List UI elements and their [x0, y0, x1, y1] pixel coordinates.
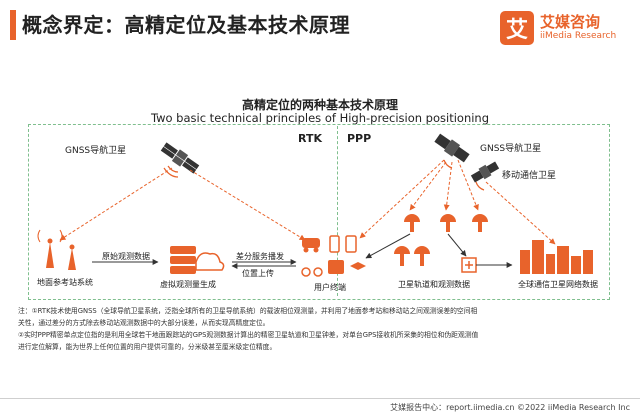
global-network-label: 全球通信卫星网络数据 [518, 280, 598, 289]
signal-waves-left-icon [163, 165, 179, 178]
ground-antenna-icon [37, 229, 76, 270]
brand-logo: 艾 艾媒咨询 iiMedia Research [500, 10, 636, 50]
building-icons [520, 240, 593, 274]
diagram-frame [28, 124, 610, 300]
raw-obs-label: 原始观测数据 [102, 252, 150, 261]
ppp-signal-lines [359, 159, 556, 245]
diagram-title-cn: 高精定位的两种基本技术原理 [241, 98, 398, 112]
note-line: 注：①RTK技术使用GNSS（全球导航卫星系统，泛指全球所有的卫星导航系统）的载… [18, 307, 478, 315]
user-terminal-label: 用户终端 [314, 283, 346, 292]
brand-name-cn: 艾媒咨询 [540, 13, 601, 31]
title-accent-bar [10, 10, 16, 40]
ground-station-label: 地面参考站系统 [37, 278, 93, 287]
footer-divider [0, 398, 640, 399]
position-upload-label: 位置上传 [242, 269, 274, 278]
note-line: ②实时PPP精密单点定位指的是利用全球若干地面跟踪站的GPS观测数据计算出的精密… [18, 331, 479, 339]
orbit-data-label: 卫星轨道和观测数据 [398, 280, 470, 289]
rtk-signal-lines [59, 167, 306, 241]
footer-source: 艾媒报告中心：report.iimedia.cn ©2022 iiMedia R… [390, 403, 630, 412]
user-terminal-icons [301, 235, 366, 277]
footnotes: 注：①RTK技术使用GNSS（全球导航卫星系统，泛指全球所有的卫星导航系统）的载… [18, 305, 622, 353]
server-cloud-icon [170, 246, 225, 274]
tracking-station-icons [394, 214, 488, 266]
orbit-to-terminal-arrow [365, 233, 411, 259]
gnss-satellite-left-label: GNSS导航卫星 [65, 146, 127, 156]
brand-mark: 艾 [500, 11, 534, 45]
comm-satellite-icon [470, 161, 500, 183]
satellite-left-icon [160, 142, 200, 174]
note-line: 关性，通过差分的方式除去移动站观测数据中的大部分误差，从而实现高精度定位。 [18, 319, 270, 327]
satellite-right-icon [434, 133, 470, 163]
comm-satellite-label: 移动通信卫星 [502, 171, 557, 181]
plus-icon [461, 257, 477, 273]
brand-name-en: iiMedia Research [540, 31, 617, 41]
rtk-ppp-divider [337, 126, 338, 296]
rtk-label: RTK [298, 132, 323, 145]
stations-to-plus-arrow [447, 233, 467, 257]
ppp-label: PPP [347, 132, 372, 145]
diff-service-label: 差分服务播发 [236, 252, 284, 261]
diagram-title-en: Two basic technical principles of High-p… [150, 111, 490, 125]
virtual-obs-label: 虚拟观测量生成 [160, 280, 216, 289]
page-title: 概念界定：高精定位及基本技术原理 [22, 13, 350, 37]
gnss-satellite-right-label: GNSS导航卫星 [480, 144, 542, 154]
note-line: 进行定位解算，能为世界上任何位置的用户提供可靠的，分米级甚至厘米级定位精度。 [18, 343, 277, 351]
